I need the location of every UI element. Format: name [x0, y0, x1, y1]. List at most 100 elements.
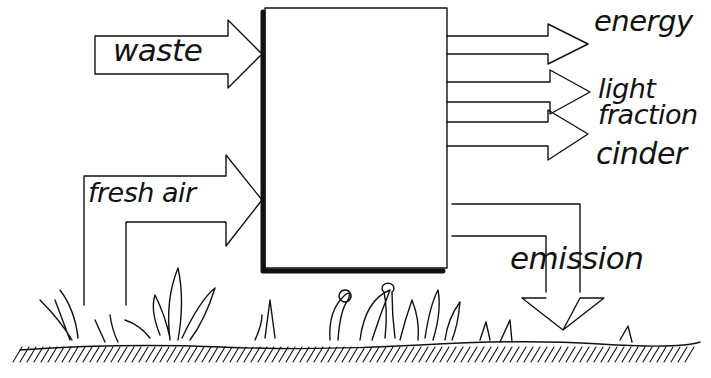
hatch-stroke	[237, 347, 246, 362]
hatch-stroke	[62, 347, 71, 362]
ground-line	[20, 342, 700, 350]
hatch-stroke	[55, 347, 64, 362]
flower-plant	[330, 290, 390, 340]
hatch-stroke	[629, 347, 638, 362]
hatch-stroke	[258, 347, 267, 362]
input-label: fresh air	[88, 180, 224, 206]
hatch-stroke	[370, 347, 379, 362]
hatch-stroke	[202, 347, 211, 362]
hatch-stroke	[132, 347, 141, 362]
hatch-stroke	[545, 347, 554, 362]
hatch-stroke	[76, 347, 85, 362]
hatch-stroke	[650, 347, 659, 362]
hatch-stroke	[531, 347, 540, 362]
output-arrow	[447, 24, 588, 64]
hatch-stroke	[482, 347, 491, 362]
hatch-stroke	[356, 347, 365, 362]
hatch-stroke	[41, 347, 50, 362]
hatch-stroke	[524, 347, 533, 362]
hatch-stroke	[643, 347, 652, 362]
process-box	[265, 8, 447, 268]
hatch-stroke	[209, 347, 218, 362]
hatch-stroke	[300, 347, 309, 362]
hatch-stroke	[594, 347, 603, 362]
hatch-stroke	[321, 347, 330, 362]
grass-plant	[480, 320, 632, 342]
hatch-stroke	[580, 347, 589, 362]
hatch-stroke	[335, 347, 344, 362]
hatch-stroke	[230, 347, 239, 362]
hatch-stroke	[559, 347, 568, 362]
hatch-stroke	[678, 347, 687, 362]
output-label: energy	[594, 8, 709, 36]
hatch-stroke	[510, 347, 519, 362]
hatch-stroke	[104, 347, 113, 362]
hatch-stroke	[685, 347, 694, 362]
hatch-stroke	[286, 347, 295, 362]
hatch-stroke	[181, 347, 190, 362]
leaf-plant	[125, 268, 215, 340]
hatch-stroke	[377, 347, 386, 362]
hatch-stroke	[538, 347, 547, 362]
hatch-stroke	[83, 347, 92, 362]
hatch-stroke	[398, 347, 407, 362]
output-label: cinder	[596, 140, 710, 169]
hatch-stroke	[69, 347, 78, 362]
hatch-stroke	[48, 347, 57, 362]
hatch-stroke	[307, 347, 316, 362]
hatch-stroke	[363, 347, 372, 362]
hatch-stroke	[223, 347, 232, 362]
hatch-stroke	[664, 347, 673, 362]
hatch-stroke	[244, 347, 253, 362]
hatch-stroke	[174, 347, 183, 362]
input-arrow	[95, 20, 262, 88]
hatch-stroke	[125, 347, 134, 362]
hatch-stroke	[146, 347, 155, 362]
hatch-stroke	[216, 347, 225, 362]
hatch-stroke	[188, 347, 197, 362]
hatch-stroke	[657, 347, 666, 362]
hatch-stroke	[622, 347, 631, 362]
input-label: waste	[113, 36, 223, 65]
hatch-stroke	[27, 347, 36, 362]
hatch-stroke	[587, 347, 596, 362]
hatch-stroke	[426, 347, 435, 362]
hatch-stroke	[440, 347, 449, 362]
hatch-stroke	[195, 347, 204, 362]
hatch-stroke	[615, 347, 624, 362]
hatch-stroke	[552, 347, 561, 362]
grass-plant	[382, 283, 460, 340]
hatch-stroke	[167, 347, 176, 362]
hatch-stroke	[405, 347, 414, 362]
hatch-stroke	[272, 347, 281, 362]
hatch-stroke	[384, 347, 393, 362]
hatch-stroke	[279, 347, 288, 362]
hatch-stroke	[503, 347, 512, 362]
hatch-stroke	[160, 347, 169, 362]
hatch-stroke	[20, 347, 29, 362]
hatch-stroke	[97, 347, 106, 362]
hatch-stroke	[349, 347, 358, 362]
hatch-stroke	[391, 347, 400, 362]
hatch-stroke	[489, 347, 498, 362]
hatch-stroke	[433, 347, 442, 362]
box-shadow	[263, 12, 443, 271]
grass-plant	[255, 300, 275, 340]
hatch-stroke	[293, 347, 302, 362]
hatch-stroke	[461, 347, 470, 362]
output-arrow	[447, 70, 590, 114]
hatch-stroke	[118, 347, 127, 362]
hatch-stroke	[90, 347, 99, 362]
hatch-stroke	[447, 347, 456, 362]
hatch-stroke	[265, 347, 274, 362]
hatch-stroke	[139, 347, 148, 362]
hatch-stroke	[496, 347, 505, 362]
hatch-stroke	[468, 347, 477, 362]
hatch-stroke	[153, 347, 162, 362]
hatch-stroke	[566, 347, 575, 362]
grass-plant	[40, 290, 118, 342]
output-label: emission	[510, 244, 680, 273]
hatch-stroke	[34, 347, 43, 362]
hatch-stroke	[608, 347, 617, 362]
